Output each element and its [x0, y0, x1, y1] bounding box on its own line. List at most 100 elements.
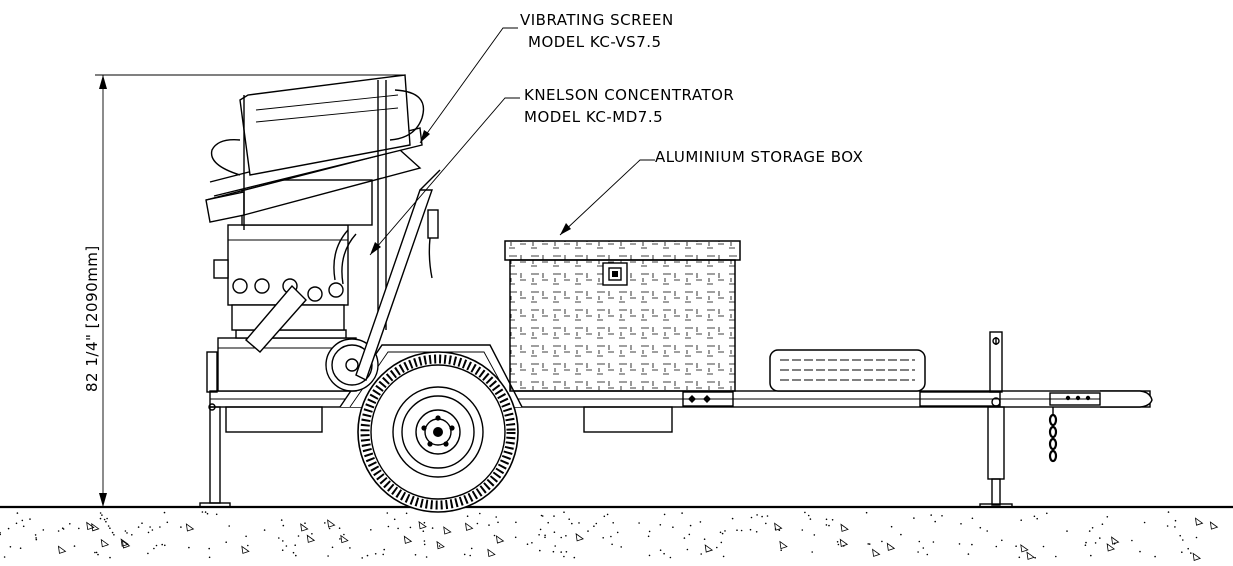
ground-dot	[719, 531, 722, 534]
ground-dot	[1020, 519, 1022, 521]
ground-dot	[438, 545, 441, 547]
ground-dot	[971, 543, 973, 546]
knelson-label-1: KNELSON CONCENTRATOR	[524, 86, 734, 104]
storage-box-label: ALUMINIUM STORAGE BOX	[655, 148, 863, 166]
ground-dot	[720, 541, 723, 544]
ground-dot	[386, 512, 389, 514]
ground-dot	[137, 526, 140, 528]
ground-dot	[1195, 536, 1198, 539]
wheel	[357, 351, 519, 513]
ground-dot	[0, 533, 1, 536]
ground-dot	[703, 538, 706, 540]
ground-aggregate	[840, 523, 849, 532]
ground-dot	[295, 554, 297, 557]
ground-dot	[1015, 545, 1017, 547]
ground-dot	[153, 547, 155, 550]
ground-dot	[405, 512, 408, 515]
ground-aggregate	[57, 545, 67, 554]
ground-aggregate	[86, 521, 95, 531]
ground-dot	[61, 527, 64, 529]
ground-aggregate	[704, 544, 714, 553]
ground-dot	[515, 521, 517, 524]
ground-dot	[1166, 525, 1169, 527]
ground-dot	[825, 518, 828, 521]
callout-vibrating-screen: VIBRATING SCREEN MODEL KC-VS7.5	[419, 11, 673, 144]
ground-dot	[755, 531, 758, 533]
ground-dot	[188, 546, 190, 549]
ground-dot	[1174, 519, 1177, 522]
ground-dot	[867, 543, 869, 545]
aluminium-storage-box	[504, 240, 741, 392]
ground-dot	[469, 554, 472, 557]
ground-dot	[813, 534, 816, 536]
ground-dot	[573, 556, 576, 559]
ground-dot	[731, 517, 734, 520]
ground-dot	[913, 517, 915, 519]
ground-aggregate	[774, 522, 783, 531]
ground-dot	[1190, 552, 1192, 554]
ground-dot	[648, 554, 651, 557]
ground-dot	[21, 519, 24, 522]
processing-equipment	[205, 74, 441, 392]
ground-aggregate	[1209, 521, 1219, 530]
ground-dot	[648, 530, 651, 533]
ground-dot	[659, 549, 662, 551]
ground-dot	[587, 530, 589, 532]
ground-dot	[750, 516, 753, 519]
ground-dot	[563, 555, 565, 558]
ground-dot	[620, 546, 622, 548]
ground-dot	[159, 526, 161, 528]
ground-dot	[94, 551, 96, 554]
callout-storage-box: ALUMINIUM STORAGE BOX	[559, 148, 863, 236]
ground-dot	[930, 514, 932, 516]
ground-dot	[881, 540, 883, 543]
ground-dot	[1036, 517, 1038, 520]
ground-dot	[201, 511, 204, 513]
ground-dot	[765, 522, 767, 525]
ground-dot	[149, 526, 151, 528]
ground-dot	[801, 529, 804, 531]
ground-dot	[106, 517, 108, 520]
ground-dot	[724, 530, 726, 532]
ground-dot	[1099, 537, 1101, 539]
ground-dot	[616, 531, 619, 534]
ground-dot	[811, 551, 813, 553]
ground-dot	[107, 525, 110, 527]
ground-dot	[109, 556, 111, 559]
ground-dot	[414, 554, 417, 556]
ground-dot	[831, 519, 834, 521]
ground-dot	[374, 553, 377, 555]
ground-dot	[761, 515, 763, 518]
ground-dot	[539, 528, 542, 531]
ground-dot	[1046, 512, 1048, 515]
ground-dot	[164, 544, 166, 547]
ground-dot	[1018, 556, 1021, 559]
ground-dot	[397, 527, 399, 530]
ground-dot	[571, 522, 573, 525]
ground-dot	[101, 514, 103, 516]
ground-aggregate	[241, 545, 250, 554]
ground-dot	[941, 515, 943, 517]
knelson-label-2: MODEL KC-MD7.5	[524, 108, 663, 126]
ground-dot	[560, 536, 562, 539]
ground-dot	[99, 517, 102, 520]
ground-dot	[669, 556, 672, 559]
ground-dot	[918, 540, 921, 543]
ground-dot	[22, 525, 25, 528]
ground-dot	[393, 518, 396, 521]
ground-dot	[366, 554, 369, 557]
ground-dot	[294, 544, 297, 546]
ground-dot	[370, 529, 372, 531]
ground-dot	[672, 526, 674, 528]
ground-dot	[1187, 547, 1189, 550]
ground-dot	[688, 533, 691, 536]
ground-dot	[837, 543, 840, 546]
ground-dot	[995, 545, 998, 548]
ground-dot	[578, 522, 580, 524]
ground-aggregate	[100, 538, 110, 548]
ground-dot	[105, 520, 107, 523]
ground-aggregate	[839, 538, 849, 547]
ground-dot	[563, 511, 565, 513]
ground-aggregate	[403, 535, 413, 544]
